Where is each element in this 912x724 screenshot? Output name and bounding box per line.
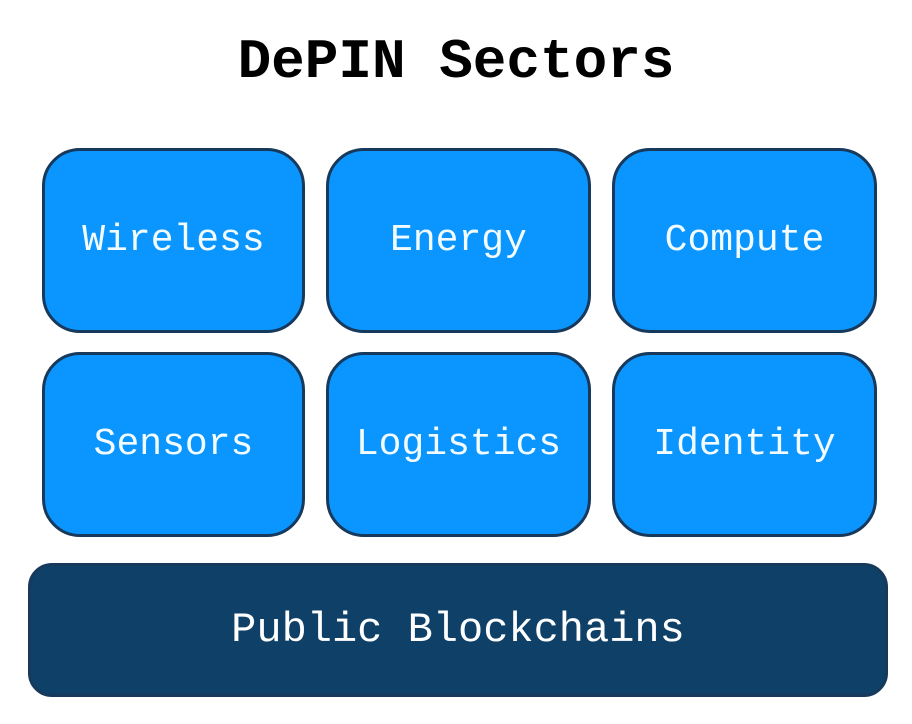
sector-label-compute: Compute (664, 219, 825, 262)
sector-label-sensors: Sensors (93, 423, 254, 466)
sector-box-wireless: Wireless (42, 148, 305, 333)
sector-box-energy: Energy (326, 148, 591, 333)
public-blockchains-bar: Public Blockchains (28, 563, 888, 697)
sector-box-identity: Identity (612, 352, 877, 537)
sector-grid: Wireless Energy Compute Sensors Logistic… (42, 148, 877, 537)
sector-label-identity: Identity (653, 423, 836, 466)
sector-box-compute: Compute (612, 148, 877, 333)
sector-box-logistics: Logistics (326, 352, 591, 537)
sector-label-logistics: Logistics (355, 423, 562, 466)
public-blockchains-label: Public Blockchains (231, 606, 685, 654)
sector-label-energy: Energy (390, 219, 527, 262)
diagram-title: DePIN Sectors (237, 30, 675, 94)
sector-label-wireless: Wireless (82, 219, 265, 262)
sector-box-sensors: Sensors (42, 352, 305, 537)
